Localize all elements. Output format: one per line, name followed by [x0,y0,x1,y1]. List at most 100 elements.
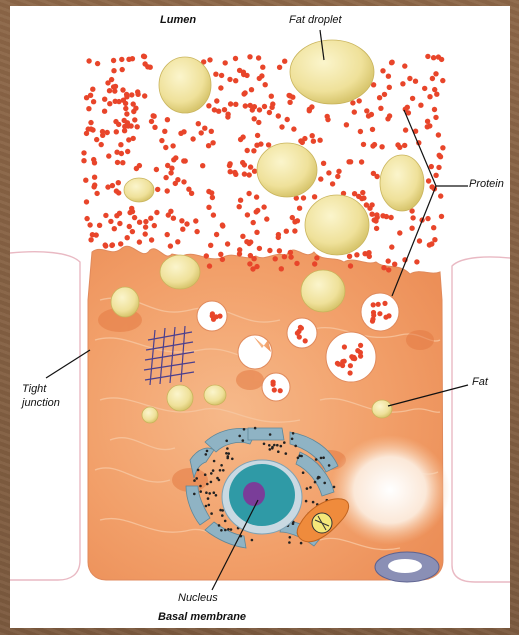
fat-label: Fat [472,376,488,388]
ribosome-dot [323,482,326,485]
ribosome-dot [227,528,230,531]
ribosome-dot [280,445,283,448]
protein-dot [210,195,215,200]
ribosome-dot [205,505,208,508]
tight-junction-leader [46,350,90,378]
protein-dot [218,85,223,90]
protein-dot [248,239,253,244]
protein-dot [135,124,140,129]
protein-dot [425,216,430,221]
ribosome-dot [222,469,225,472]
protein-dot [373,218,378,223]
protein-dot [427,94,432,99]
ribosome-dot [193,479,196,482]
vesicle-protein-dot [371,313,376,318]
protein-dot [81,150,86,155]
protein-dot [84,216,89,221]
protein-dot [247,261,252,266]
protein-dot [123,101,128,106]
protein-dot [431,225,436,230]
protein-dot [181,179,186,184]
ribosome-dot [291,438,294,441]
vesicle-protein-dot [278,388,283,393]
protein-dot [257,76,262,81]
protein-dot [151,113,156,118]
protein-dot [216,109,221,114]
protein-dot [242,171,247,176]
protein-dot [90,87,95,92]
ribosome-dot [210,472,213,475]
protein-dot [116,122,121,127]
protein-dot [440,145,445,150]
protein-dot [103,213,108,218]
protein-dot [387,113,392,118]
ribosome-dot [224,520,227,523]
protein-dot [279,124,284,129]
protein-dot [116,180,121,185]
protein-dot [206,143,211,148]
protein-dot [287,100,292,105]
protein-dot [297,206,302,211]
protein-dot [237,204,242,209]
protein-dot [439,57,444,62]
nucleus-label: Nucleus [178,592,218,604]
protein-dot [382,92,387,97]
nucleolus [243,482,265,506]
protein-dot [214,232,219,237]
ribosome-dot [242,439,245,442]
protein-dot [256,120,261,125]
protein-dot [433,115,438,120]
protein-dot [112,226,117,231]
protein-dot [407,76,412,81]
vesicle-protein-dot [377,311,382,316]
protein-dot [409,226,414,231]
protein-dot [252,116,257,121]
protein-dot [276,235,281,240]
protein-dot [294,261,299,266]
protein-dot [425,54,430,59]
protein-dot [227,161,232,166]
protein-dot [193,218,198,223]
protein-dot [99,142,104,147]
protein-dot [204,253,209,258]
protein-dot [129,92,134,97]
protein-dot [431,55,436,60]
protein-dot [100,129,105,134]
protein-dot [206,205,211,210]
ribosome-dot [289,536,292,539]
ribosome-dot [224,529,227,532]
protein-dot [255,208,260,213]
vesicle-protein-dot [272,387,277,392]
protein-dot [258,141,263,146]
ribosome-dot [213,460,216,463]
protein-dot [432,107,437,112]
protein-dot [238,198,243,203]
ribosome-dot [220,464,223,467]
protein-dot [88,120,93,125]
protein-dot [425,124,430,129]
protein-dot [111,84,116,89]
protein-dot [122,118,127,123]
protein-dot [374,212,379,217]
protein-dot [252,169,257,174]
ribosome-dot [277,450,280,453]
protein-dot [149,119,154,124]
lumen-label: Lumen [160,14,196,26]
ribosome-dot [312,501,315,504]
protein-dot [330,181,335,186]
protein-dot [91,157,96,162]
protein-dot [318,176,323,181]
vesicle-protein-dot [358,343,363,348]
protein-dot [202,126,207,131]
protein-dot [267,248,272,253]
ribosome-dot [195,477,198,480]
vesicle-protein-dot [336,362,341,367]
protein-dot [311,139,316,144]
protein-dot [211,212,216,217]
ribosome-dot [221,514,224,517]
ribosome-dot [285,452,288,455]
protein-dot [248,103,253,108]
protein-dot [168,243,173,248]
protein-dot [389,244,394,249]
